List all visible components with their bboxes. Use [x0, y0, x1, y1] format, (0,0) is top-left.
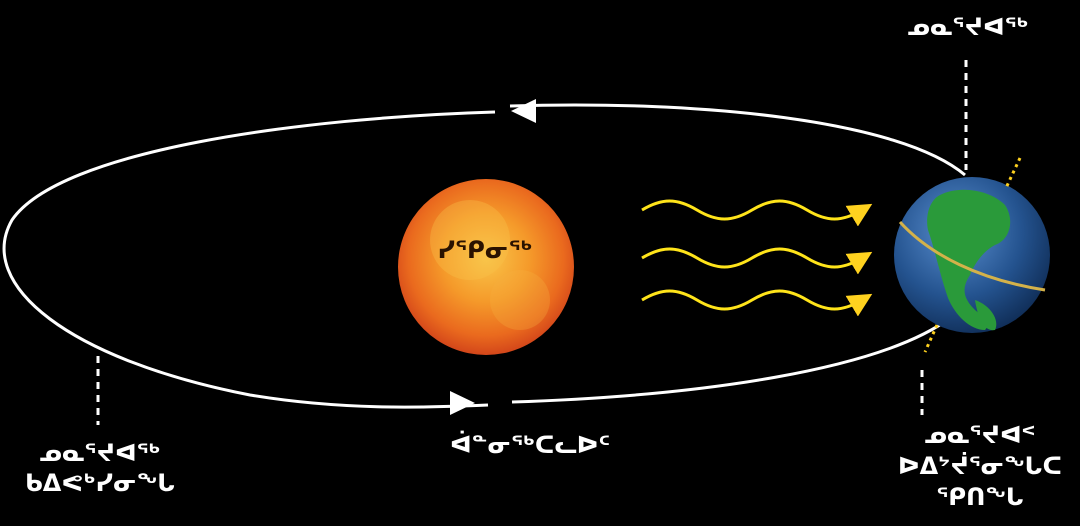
label-top-right: ᓄᓇᕐᔪᐊᖅ — [898, 12, 1038, 42]
orbit-arrow-icon — [450, 99, 536, 415]
orbit-path — [2, 103, 966, 409]
label-bottom-center: ᐋᓐᓂᖅᑕᓚᐅᑦ — [430, 430, 630, 460]
leader-lines — [96, 60, 968, 425]
heat-wave-icon — [641, 199, 873, 317]
label-bottom-right-line1: ᓄᓇᕐᔪᐊᑉ — [924, 421, 1036, 449]
label-bottom-left-line1: ᓄᓇᕐᔪᐊᖅ — [39, 439, 161, 467]
label-bottom-left: ᓄᓇᕐᔪᐊᖅ ᑲᐃᕙᒃᓯᓂᖓ — [20, 438, 180, 498]
label-bottom-right-line2: ᐅᐃᔾᔫᕐᓂᖓᑕ — [897, 452, 1063, 481]
label-top-right-text: ᓄᓇᕐᔪᐊᖅ — [907, 13, 1029, 41]
label-bottom-center-text: ᐋᓐᓂᖅᑕᓚᐅᑦ — [449, 431, 611, 459]
label-bottom-right: ᓄᓇᕐᔪᐊᑉ ᐅᐃᔾᔫᕐᓂᖓᑕ ᕿᑎᖓ — [890, 420, 1070, 514]
label-bottom-right-line3: ᕿᑎᖓ — [936, 483, 1024, 512]
sun-label: ᓯᕿᓂᖅ — [437, 236, 533, 264]
sun-icon — [398, 179, 574, 355]
earth-icon — [894, 157, 1050, 353]
label-bottom-left-line2: ᑲᐃᕙᒃᓯᓂᖓ — [24, 469, 176, 497]
